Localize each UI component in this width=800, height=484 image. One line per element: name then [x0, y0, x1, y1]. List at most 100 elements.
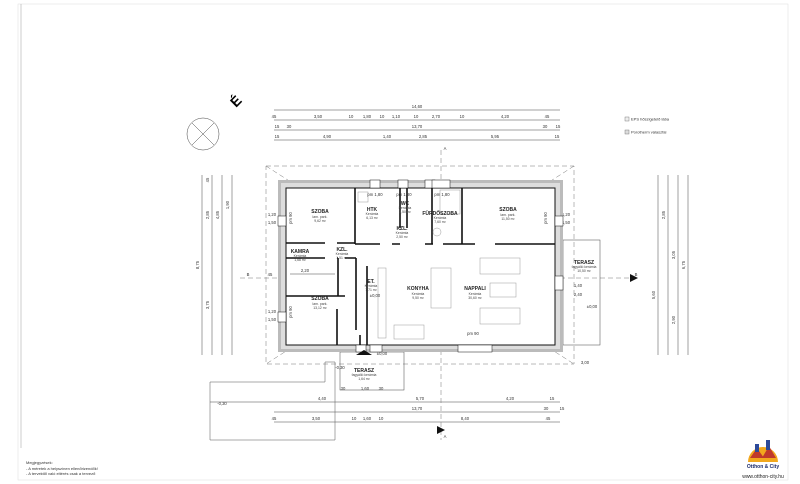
dim-label: 15	[555, 134, 560, 139]
dim-label: 2,85	[419, 134, 428, 139]
room-name: TERASZ	[354, 368, 374, 374]
room-area: 13,12 m²	[313, 306, 327, 310]
room-finish: lam. park.	[313, 215, 328, 219]
dim-label: 3,00	[581, 360, 590, 365]
dim-label: 13,70	[412, 406, 423, 411]
north-label: É	[227, 92, 245, 110]
dim-label: 15	[550, 396, 555, 401]
level-label: ±0,00	[377, 351, 388, 356]
dim-label: 3,50	[312, 416, 321, 421]
room-finish: Kerámia	[365, 284, 378, 288]
dim-label: 3,75	[205, 300, 210, 309]
room-name: WC	[401, 201, 410, 207]
dim-label: 1,60	[361, 386, 370, 391]
room-area: 9,62 m²	[314, 219, 326, 223]
room-finish: Kerámia	[469, 292, 482, 296]
level-label: -0,30	[335, 365, 345, 370]
room-name: ET.	[367, 279, 375, 285]
dim-label: 2,90	[671, 315, 676, 324]
room-name: NAPPALI	[464, 286, 486, 292]
furniture	[357, 189, 521, 340]
parapet-label: pm 90	[288, 212, 293, 224]
dim-label: 15	[275, 134, 280, 139]
room-area: 7,71 m²	[365, 288, 377, 292]
dim-label: 1,20	[562, 212, 571, 217]
room-name: KZL.	[396, 226, 408, 232]
room-name: HTK	[367, 207, 378, 213]
room-finish: lam. park.	[501, 213, 516, 217]
level-label: -0,30	[217, 401, 227, 406]
dim-label: 2,85	[661, 210, 666, 219]
section-mark-a: A	[444, 146, 447, 151]
dim-label: 10	[352, 416, 357, 421]
logo-url: www.otthon-city.hu	[742, 474, 784, 480]
dim-label: 45	[268, 272, 273, 277]
dim-label: 1,50	[268, 220, 277, 225]
room-name: SZOBA	[311, 209, 329, 215]
notes-line: - A méretek a helyszínen ellenőrizendők!	[26, 466, 98, 471]
dim-label: 30	[544, 406, 549, 411]
building-walls	[277, 179, 564, 353]
parapet-label: pm 90	[543, 212, 548, 224]
dim-label: 5,60	[651, 290, 656, 299]
level-marks: ±0,00 ±0,00 -0,30 ±0,00 -0,30	[217, 293, 598, 406]
entrance-arrow-icon	[356, 350, 372, 355]
dim-label: 15	[275, 124, 280, 129]
parapet-label: pm 1,80	[396, 192, 412, 197]
section-mark-b: B	[247, 272, 250, 277]
dim-label: 10	[380, 114, 385, 119]
dim-label: 10	[349, 114, 354, 119]
dim-label: 2,85	[205, 210, 210, 219]
dim-label: 1,10	[392, 114, 401, 119]
level-label: ±0,00	[587, 304, 598, 309]
room-finish: Kerámia	[396, 231, 409, 235]
room-finish: Kerámia	[399, 206, 412, 210]
dim-label: 4,20	[501, 114, 510, 119]
otthon-city-logo: Otthon & City www.otthon-city.hu	[742, 440, 784, 480]
room-finish: Kerámia	[366, 212, 379, 216]
room-name: FÜRDŐSZOBA	[422, 210, 458, 217]
section-arrow	[630, 274, 638, 282]
room-finish: Kerámia	[412, 292, 425, 296]
parapet-label: pm 1,80	[367, 192, 383, 197]
room-name: TERASZ	[574, 260, 594, 266]
dim-label: 4,90	[323, 134, 332, 139]
dim-label: 15	[560, 406, 565, 411]
dim-label: 10	[460, 114, 465, 119]
dim-label: 1,90	[225, 200, 230, 209]
room-area: 30,60 m²	[468, 296, 482, 300]
dimensions-left: 1,20 1,50 2,85 4,85 8,75 3,75 1,90 1,20 …	[195, 175, 277, 355]
level-label: ±0,00	[370, 293, 381, 298]
room-area: 6,13 m²	[366, 216, 378, 220]
room-area: 1,51 m²	[336, 256, 348, 260]
room-name: KONYHA	[407, 286, 429, 292]
dim-label: 1,20	[268, 212, 277, 217]
room-area: 1,50 m²	[399, 210, 411, 214]
dim-label: 2,40	[574, 292, 583, 297]
terrace-steps	[209, 361, 336, 441]
section-mark-a: A	[444, 434, 447, 439]
dimensions-interior: 2,20	[290, 268, 335, 275]
room-area: 1,68 m²	[294, 258, 306, 262]
room-finish: lam. park.	[313, 302, 328, 306]
notes-line: - A tervektől való eltérés csak a tervez…	[26, 471, 96, 476]
dim-label: 30	[341, 386, 346, 391]
room-area: 10,50 m²	[577, 269, 591, 273]
dim-label: 45	[205, 177, 210, 182]
legend: EPS hőszigetelő lába Porotherm válaszfal	[624, 117, 670, 135]
roof-outline	[265, 165, 575, 365]
dimensions-top: 14,60 45 3,50 10 1,80 10 1,10 10 2,70 10…	[272, 104, 561, 141]
room-finish: Kerámia	[336, 252, 349, 256]
dim-label: 6,75	[681, 260, 686, 269]
dim-label: 30	[543, 124, 548, 129]
room-area: 2,50 m²	[396, 235, 408, 239]
dim-label: 5,95	[491, 134, 500, 139]
dim-label: 1,60	[363, 416, 372, 421]
dim-label: 4,40	[318, 396, 327, 401]
notes-title: Megjegyzések:	[26, 460, 53, 465]
dim-label: 1,40	[383, 134, 392, 139]
legend-swatch-porotherm	[624, 129, 630, 135]
dim-label: 45	[272, 114, 277, 119]
dim-label: 13,70	[412, 124, 423, 129]
dim-label: 2,20	[301, 268, 310, 273]
